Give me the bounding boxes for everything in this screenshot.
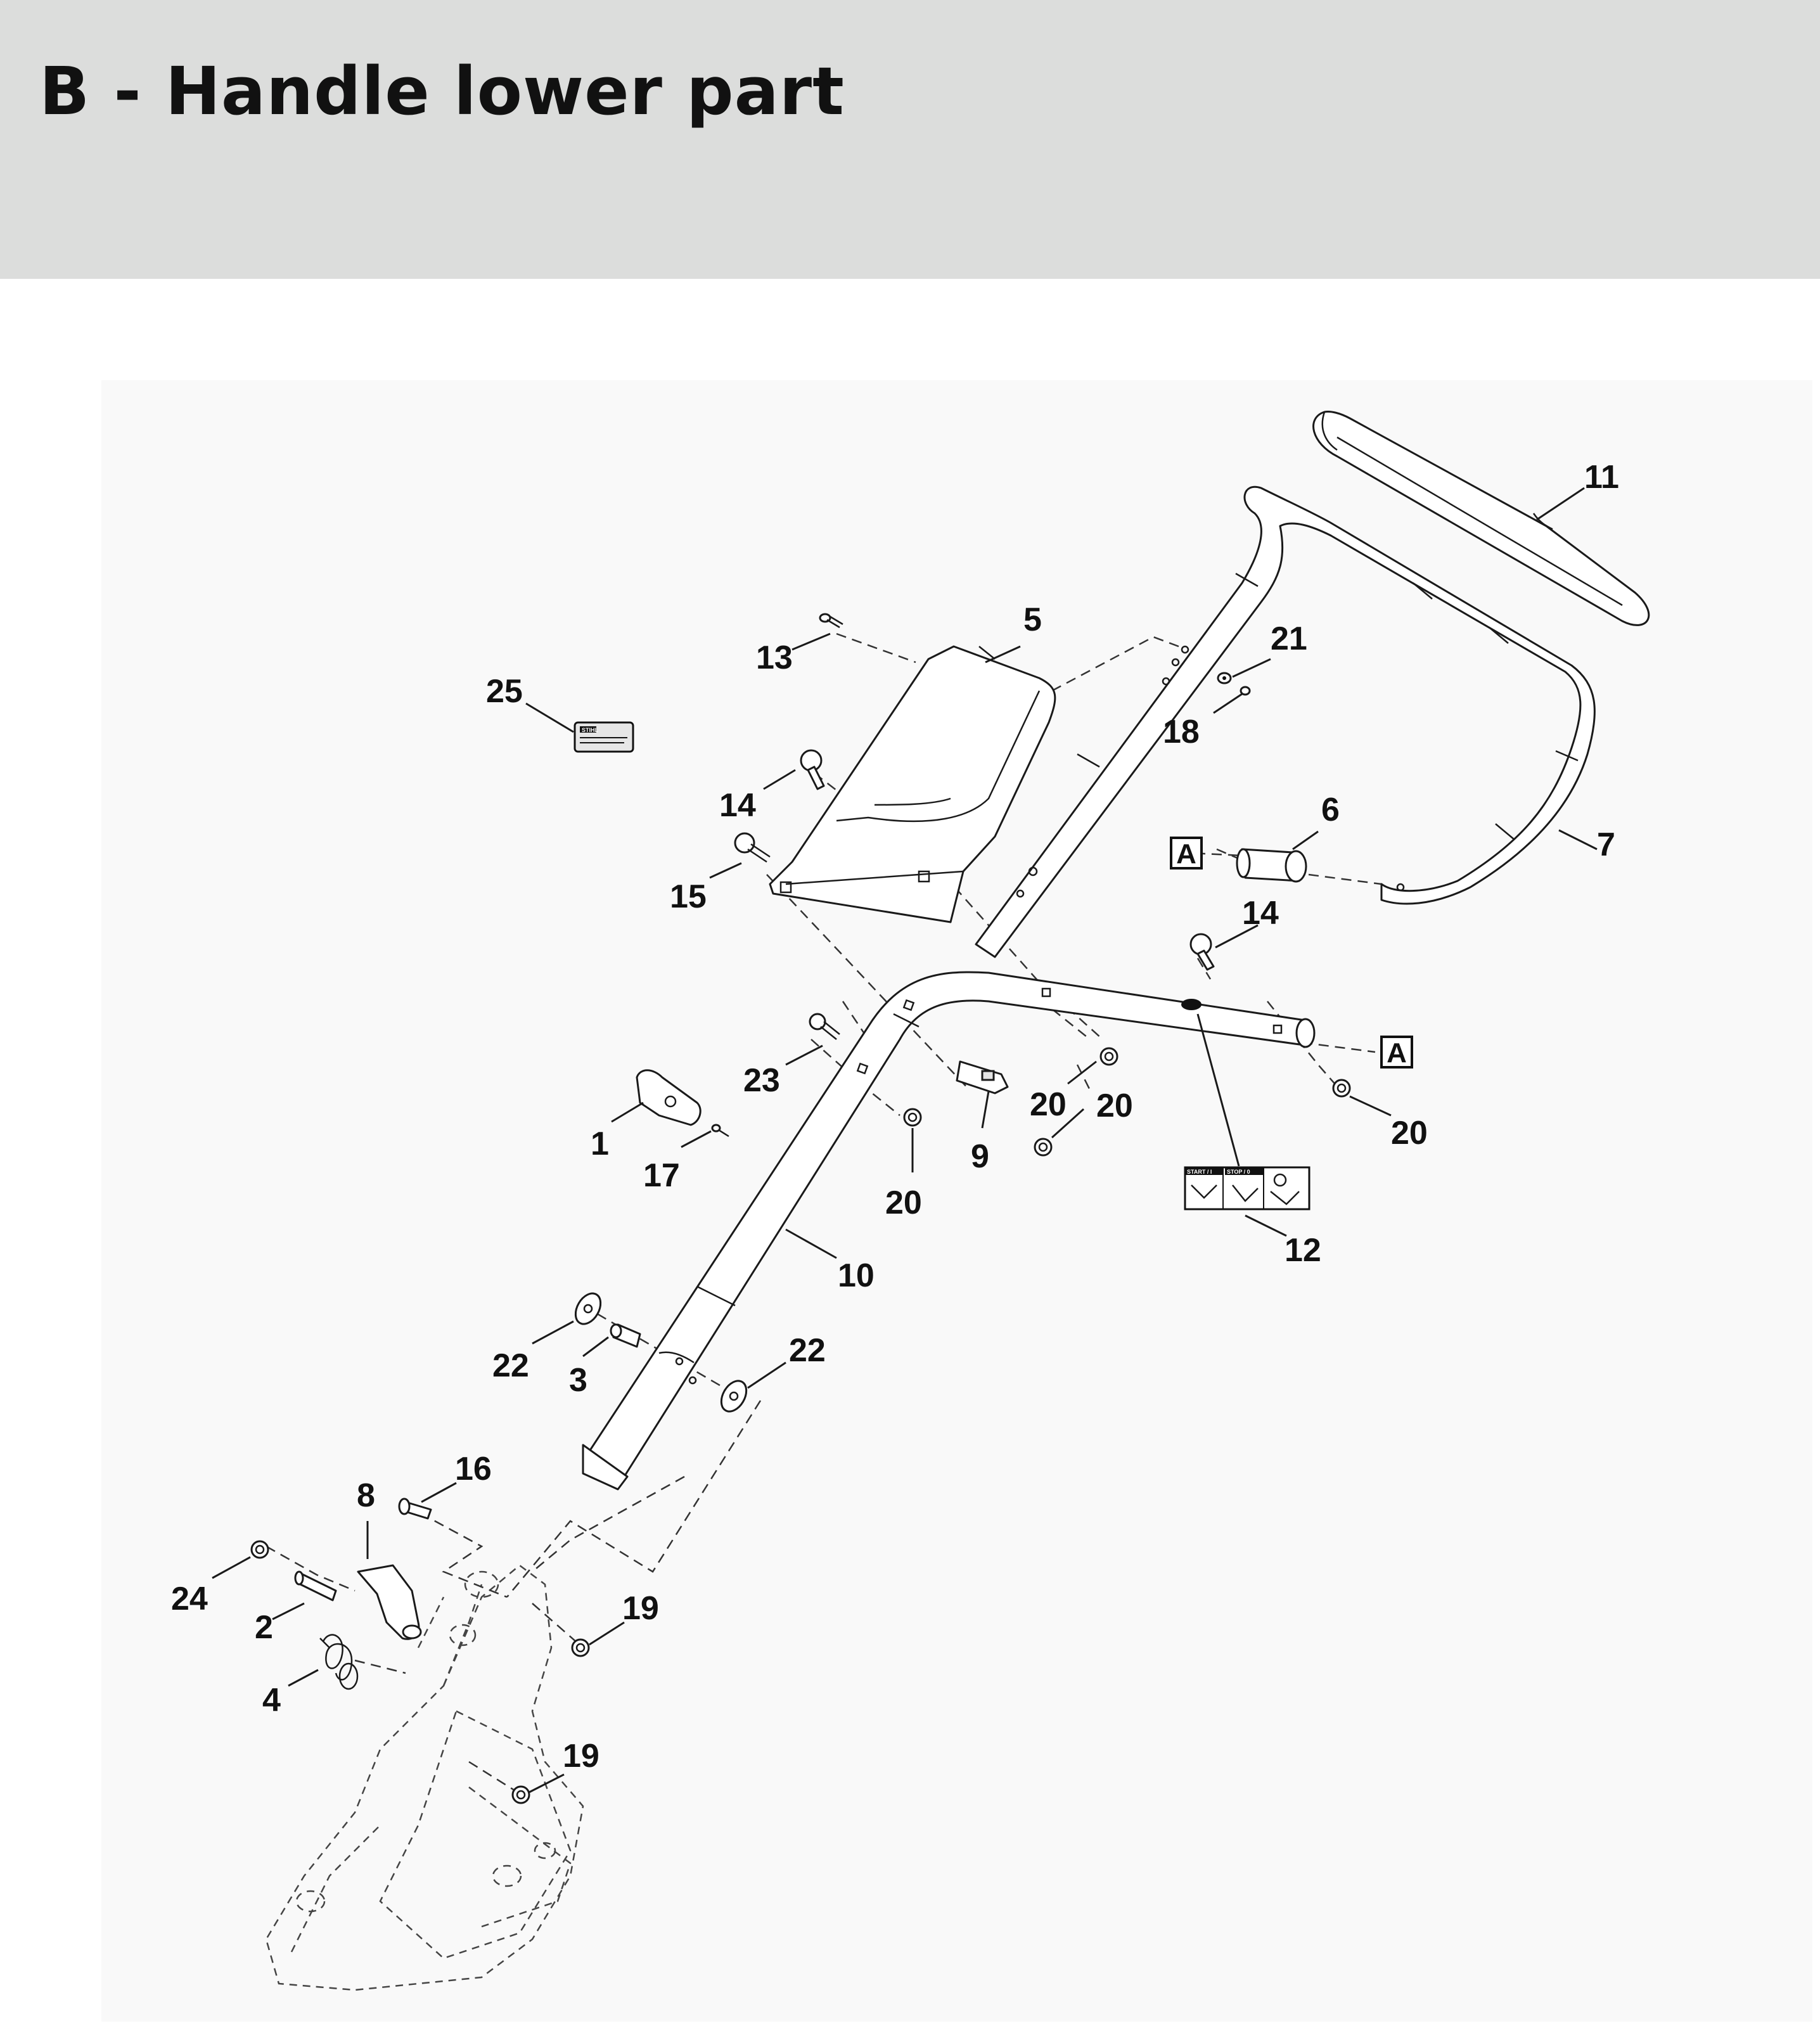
callout-20-c: 20: [1391, 1115, 1428, 1152]
spacer-part-3: [610, 1323, 641, 1348]
callout-19-lower: 19: [563, 1738, 599, 1774]
screw-part-23: [809, 1013, 840, 1040]
pin-part-2: [294, 1570, 337, 1601]
callout-10: 10: [838, 1257, 875, 1294]
callout-6: 6: [1321, 792, 1340, 828]
washer-part-21: [1217, 672, 1232, 684]
svg-text:A: A: [1387, 1037, 1407, 1069]
callout-numbers: 11 5 13 21 18 25 14 15 6 7 14 23 1 17 9 …: [171, 459, 1619, 1774]
screw-part-13: [819, 613, 843, 629]
leader-lines: [212, 487, 1598, 1794]
control-label-part-12: START / I STOP / 0: [1184, 1166, 1311, 1210]
callout-4: 4: [262, 1682, 281, 1719]
nut-part-19-lower: [511, 1785, 530, 1804]
callout-12: 12: [1285, 1232, 1321, 1269]
control-label-start: START / I: [1187, 1169, 1212, 1175]
control-label-stop: STOP / 0: [1227, 1169, 1250, 1175]
callout-20-b: 20: [1096, 1088, 1133, 1124]
callout-21: 21: [1271, 620, 1307, 657]
bolt-part-15: [734, 832, 771, 863]
lower-handle-bar-part-10: [582, 971, 1316, 1491]
callout-3: 3: [569, 1362, 587, 1399]
washer-part-22-left: [574, 1292, 602, 1325]
page-header: B - Handle lower part: [0, 0, 1820, 279]
clip-part-9: [956, 1060, 1009, 1094]
page-title: B - Handle lower part: [39, 53, 845, 130]
screw-part-18: [1240, 686, 1251, 696]
callout-1: 1: [591, 1126, 609, 1162]
spring-part-4: [319, 1634, 359, 1690]
nut-part-19-upper: [571, 1638, 590, 1657]
callout-8: 8: [357, 1477, 375, 1514]
screw-part-17: [711, 1124, 729, 1138]
mower-deck-outline: [265, 1564, 584, 1991]
callout-11: 11: [1584, 459, 1619, 496]
bolt-part-14-upper: [800, 749, 825, 790]
assembly-guide-lines: [266, 632, 1382, 1795]
brand-label-part-25: STIHL: [574, 721, 634, 753]
callout-13: 13: [756, 639, 793, 676]
nut-part-20-c: [903, 1108, 922, 1127]
lever-part-8: [357, 1564, 422, 1640]
nut-part-20-b: [1034, 1138, 1053, 1157]
callout-22-left: 22: [492, 1347, 529, 1384]
callout-2: 2: [255, 1609, 273, 1646]
callout-16: 16: [455, 1451, 492, 1487]
nut-part-24: [250, 1540, 269, 1559]
callout-9: 9: [971, 1138, 989, 1175]
bolt-part-16: [398, 1498, 432, 1520]
washer-part-22-right: [720, 1380, 748, 1413]
svg-text:A: A: [1176, 838, 1196, 870]
callout-24: 24: [171, 1581, 208, 1617]
callout-14-upper: 14: [719, 787, 756, 824]
callout-18: 18: [1163, 714, 1200, 750]
brand-label-text: STIHL: [582, 727, 599, 733]
callout-20-d: 20: [885, 1184, 922, 1221]
callout-23: 23: [743, 1062, 780, 1099]
callout-17: 17: [643, 1157, 680, 1194]
clamp-part-1: [636, 1069, 702, 1126]
callout-15: 15: [670, 878, 707, 915]
connection-mark-a-lower: A: [1380, 1036, 1413, 1069]
callout-22-right: 22: [789, 1332, 826, 1369]
callout-19-upper: 19: [622, 1590, 659, 1627]
callout-7: 7: [1597, 826, 1615, 863]
callout-25: 25: [486, 673, 523, 710]
bolt-part-14-lower: [1189, 933, 1215, 971]
connection-mark-a-upper: A: [1170, 837, 1203, 870]
cover-part-5: [769, 645, 1056, 923]
handle-grip-part-11: [1312, 411, 1650, 626]
upper-handle-bar-part-7: [975, 485, 1596, 958]
callout-5: 5: [1023, 601, 1042, 638]
nut-part-20-d: [1332, 1079, 1351, 1098]
nut-part-20-a: [1099, 1047, 1118, 1066]
callout-20-a: 20: [1030, 1086, 1067, 1123]
cap-part-6: [1236, 848, 1307, 883]
callout-14-lower: 14: [1242, 895, 1279, 932]
